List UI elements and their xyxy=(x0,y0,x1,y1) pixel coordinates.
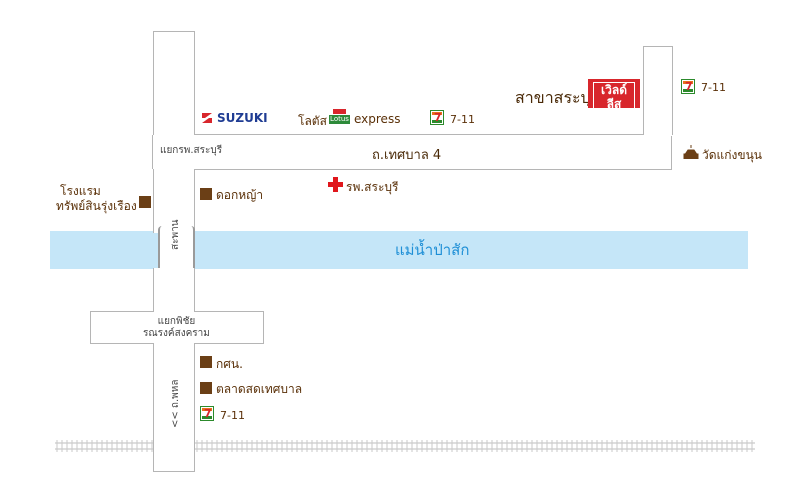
seven-eleven-bottom-label: 7-11 xyxy=(220,409,245,422)
lotus-express-label: express xyxy=(354,112,401,126)
suzuki-logo-icon xyxy=(202,113,212,123)
hotel-marker xyxy=(139,196,151,208)
hospital-cross-icon xyxy=(328,177,343,192)
seven-eleven-icon-top: 7 xyxy=(430,110,444,125)
lotus-logo-text: Lotus xyxy=(329,115,350,124)
market-marker xyxy=(200,382,212,394)
seven-eleven-icon-right: 7 xyxy=(681,79,695,94)
temple-label: วัดแก่งขนุน xyxy=(702,148,762,162)
junction-fill xyxy=(152,135,197,169)
dokya-label: ดอกหญ้า xyxy=(216,188,264,202)
hotel-label-line2: ทรัพย์สินรุ่งเรือง xyxy=(56,199,137,213)
bridge xyxy=(158,226,195,274)
hotel-label-line1: โรงแรม xyxy=(60,184,101,198)
hospital-label: รพ.สระบุรี xyxy=(346,180,399,194)
river-label: แม่น้ำป่าสัก xyxy=(395,241,470,259)
seven-eleven-icon-bottom: 7 xyxy=(200,406,214,421)
seven-eleven-right-label: 7-11 xyxy=(701,81,726,94)
dokya-marker xyxy=(200,188,212,200)
bridge-label: สะพาน xyxy=(170,219,181,250)
lotus-logo-icon: Lotus xyxy=(329,109,350,126)
phahon-road-label: << ถ.พหล xyxy=(170,379,181,428)
main-road-upper xyxy=(153,31,195,233)
lotus-thai-label: โลตัส xyxy=(298,114,327,128)
kfs-label: กศน. xyxy=(216,357,243,371)
tessaban4-label: ถ.เทศบาล 4 xyxy=(372,148,442,163)
seam-cover-3 xyxy=(154,343,194,345)
seam-cover xyxy=(644,133,672,136)
tessaban4-road xyxy=(194,134,672,170)
seam-cover-2 xyxy=(154,310,194,312)
right-branch-road xyxy=(643,46,673,135)
seven-eleven-top-label: 7-11 xyxy=(450,113,475,126)
branch-label: สาขาสระบุรี xyxy=(515,88,600,107)
ratchaphisai-junction-label: แยกพิชัย รณรงค์สงคราม xyxy=(143,316,210,339)
temple-icon xyxy=(683,145,699,159)
worldlease-logo-text: เวิลด์ลีส xyxy=(593,82,635,112)
kfs-marker xyxy=(200,356,212,368)
main-road-lower xyxy=(153,268,195,472)
suzuki-label: SUZUKI xyxy=(217,111,268,125)
market-label: ตลาดสดเทศบาล xyxy=(216,382,303,396)
worldlease-logo: เวิลด์ลีส WORLDLEASE xyxy=(588,79,640,119)
hospital-junction-label: แยกรพ.สระบุรี xyxy=(160,145,223,156)
worldlease-logo-sub: WORLDLEASE xyxy=(590,112,639,119)
